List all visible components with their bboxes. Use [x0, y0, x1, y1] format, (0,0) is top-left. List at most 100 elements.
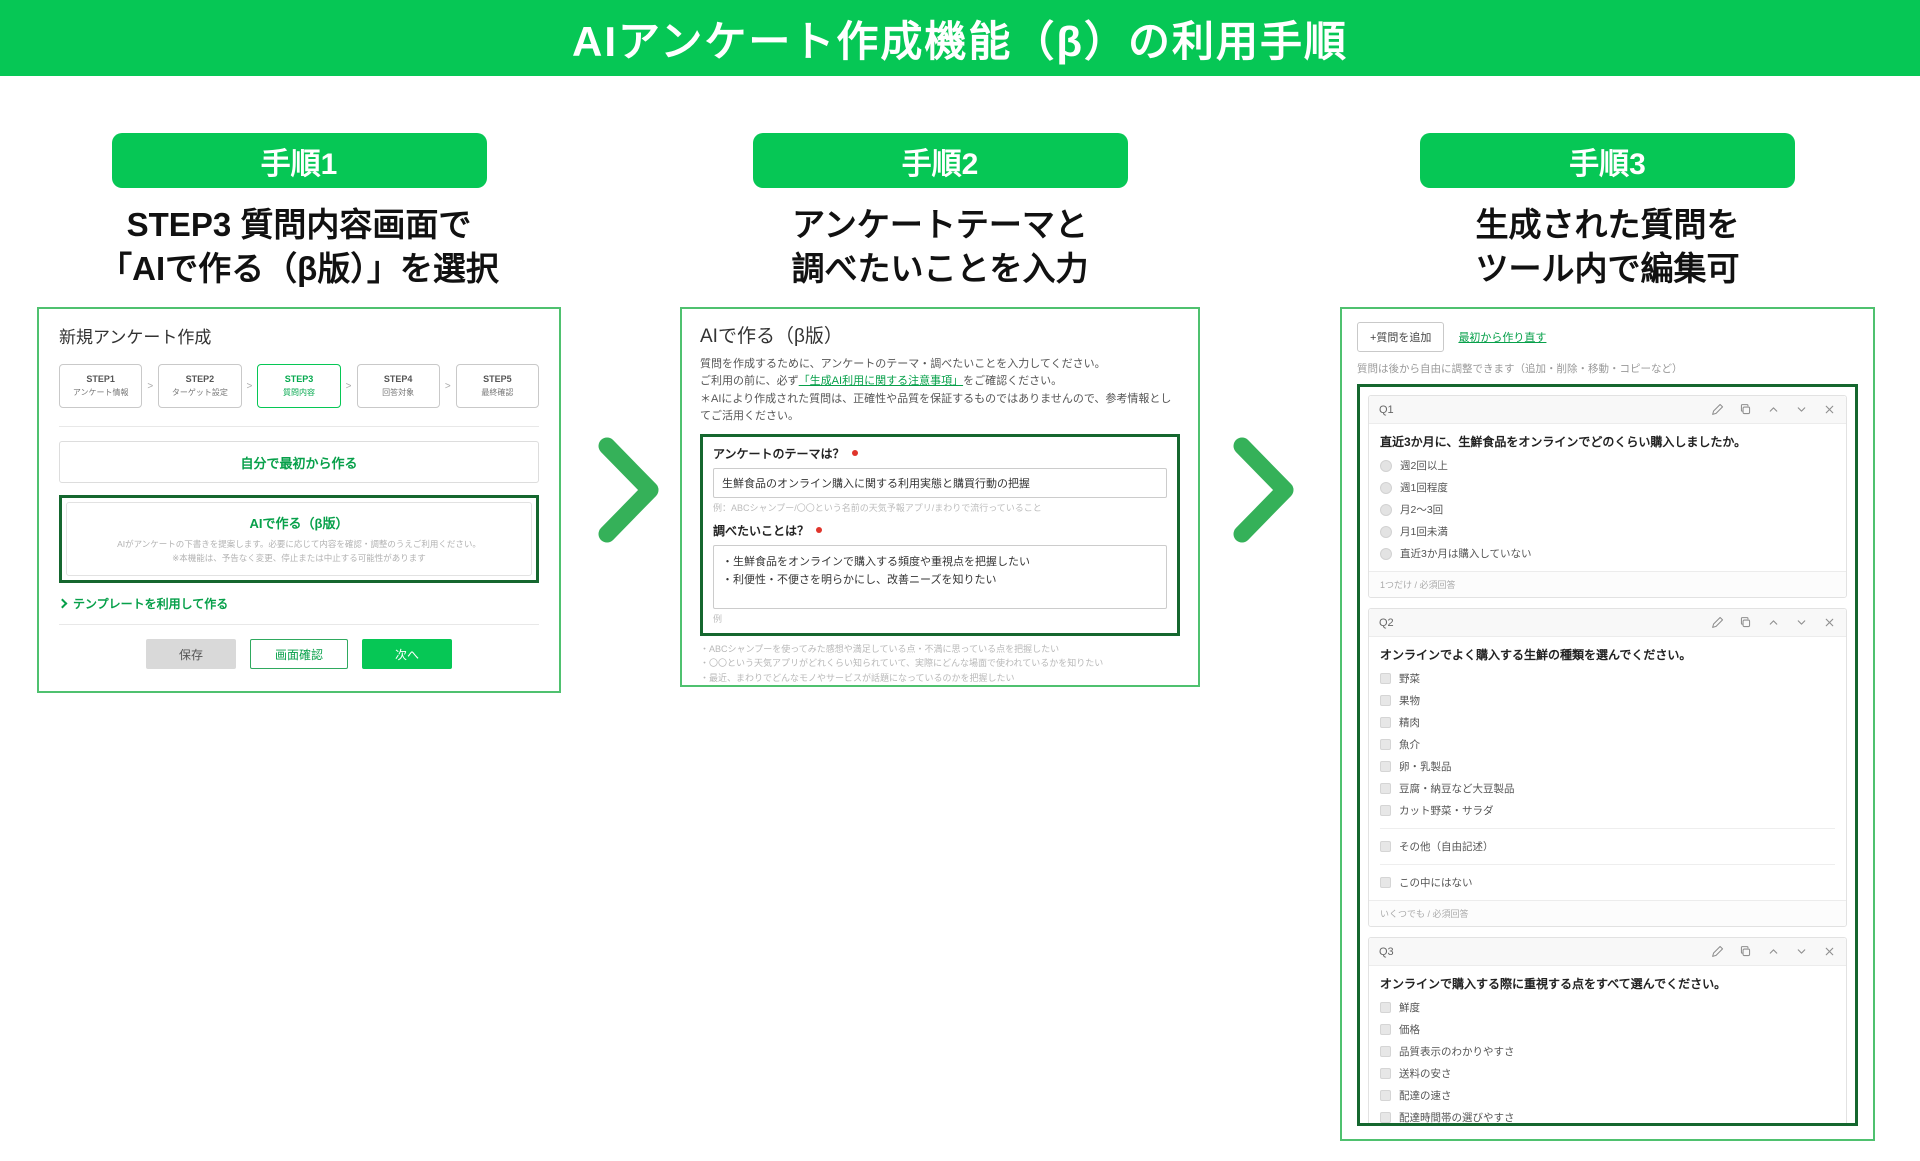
move-down-icon[interactable]	[1795, 616, 1808, 629]
step1-label: アンケート情報	[72, 388, 129, 398]
radio-icon[interactable]	[1380, 503, 1392, 516]
stepper-separator-icon: >	[345, 380, 352, 392]
checkbox-icon[interactable]	[1380, 1024, 1391, 1036]
checkbox-icon[interactable]	[1380, 761, 1391, 773]
option-label: その他（自由記述）	[1399, 841, 1494, 854]
edit-icon[interactable]	[1711, 403, 1724, 416]
checkbox-icon[interactable]	[1380, 1090, 1391, 1102]
option-row[interactable]: カット野菜・サラダ	[1380, 803, 1835, 818]
stepper-separator-icon: >	[147, 380, 154, 392]
q1-actions	[1711, 403, 1836, 416]
next-button[interactable]: 次へ	[362, 639, 452, 670]
add-question-button[interactable]: +質問を追加	[1357, 322, 1445, 353]
option-row[interactable]: 送料の安さ	[1380, 1066, 1835, 1081]
checkbox-icon[interactable]	[1380, 841, 1391, 853]
delete-icon[interactable]	[1823, 616, 1836, 629]
save-button[interactable]: 保存	[146, 639, 236, 670]
q3-text: オンラインで購入する際に重視する点をすべて選んでください。	[1380, 977, 1727, 992]
divider	[1380, 828, 1835, 830]
move-up-icon[interactable]	[1767, 403, 1780, 416]
ai-create-button[interactable]: AIで作る（β版） AIがアンケートの下書きを提案します。必要に応じて内容を確認…	[66, 502, 532, 577]
option-row-none[interactable]: この中にはない	[1380, 875, 1835, 890]
checkbox-icon[interactable]	[1380, 695, 1391, 707]
option-row[interactable]: 鮮度	[1380, 1000, 1835, 1015]
option-row[interactable]: 週2回以上	[1380, 458, 1835, 473]
restart-link[interactable]: 最初から作り直す	[1458, 332, 1547, 345]
checkbox-icon[interactable]	[1380, 1046, 1391, 1058]
option-label: 鮮度	[1399, 1002, 1420, 1015]
step-1-badge: 手順1	[111, 133, 487, 188]
copy-icon[interactable]	[1739, 403, 1752, 416]
checkbox-icon[interactable]	[1380, 783, 1391, 795]
option-row[interactable]: 魚介	[1380, 737, 1835, 752]
step-3-heading-line2: ツール内で編集可	[1475, 249, 1740, 287]
step3-label: 質問内容	[283, 388, 315, 398]
option-row-other[interactable]: その他（自由記述）	[1380, 839, 1835, 854]
ai-create-highlight-frame: AIで作る（β版） AIがアンケートの下書きを提案します。必要に応じて内容を確認…	[59, 495, 539, 584]
option-row[interactable]: 豆腐・納豆など大豆製品	[1380, 781, 1835, 796]
editor-note: 質問は後から自由に調整できます（追加・削除・移動・コピーなど）	[1357, 363, 1683, 376]
create-from-scratch-button[interactable]: 自分で最初から作る	[59, 441, 539, 484]
option-row[interactable]: 直近3か月は購入していない	[1380, 546, 1835, 561]
edit-icon[interactable]	[1711, 945, 1724, 958]
checkbox-icon[interactable]	[1380, 805, 1391, 817]
stepper-step5[interactable]: STEP5 最終確認	[455, 364, 540, 409]
delete-icon[interactable]	[1823, 403, 1836, 416]
option-row[interactable]: 品質表示のわかりやすさ	[1380, 1044, 1835, 1059]
radio-icon[interactable]	[1380, 547, 1392, 560]
move-up-icon[interactable]	[1767, 945, 1780, 958]
preview-button[interactable]: 画面確認	[250, 639, 348, 670]
radio-icon[interactable]	[1380, 481, 1392, 494]
option-row[interactable]: 精肉	[1380, 715, 1835, 730]
q3-options: 鮮度 価格 品質表示のわかりやすさ 送料の安さ 配達の速さ 配達時間帯の選びやす…	[1380, 1000, 1835, 1124]
template-create-link[interactable]: テンプレートを利用して作る	[57, 595, 539, 612]
radio-icon[interactable]	[1380, 525, 1392, 538]
option-row[interactable]: 週1回程度	[1380, 480, 1835, 495]
q2-text: オンラインでよく購入する生鮮の種類を選んでください。	[1380, 648, 1692, 663]
option-row[interactable]: 卵・乳製品	[1380, 759, 1835, 774]
option-row[interactable]: 価格	[1380, 1022, 1835, 1037]
stepper-step4[interactable]: STEP4 回答対象	[356, 364, 440, 409]
checkbox-icon[interactable]	[1380, 1002, 1391, 1014]
copy-icon[interactable]	[1739, 945, 1752, 958]
checkbox-icon[interactable]	[1380, 673, 1391, 685]
move-down-icon[interactable]	[1795, 403, 1808, 416]
checkbox-icon[interactable]	[1380, 717, 1391, 729]
option-label: 週2回以上	[1400, 460, 1448, 473]
intro-line2-pre: ご利用の前に、必ず	[700, 375, 799, 388]
example-list: ・ABCシャンプーを使ってみた感想や満足している点・不満に思っている点を把握した…	[700, 642, 1180, 686]
research-label-text: 調べたいことは？	[713, 523, 810, 538]
checkbox-icon[interactable]	[1380, 1112, 1391, 1124]
option-label: 卵・乳製品	[1399, 761, 1452, 774]
option-row[interactable]: 配達の速さ	[1380, 1088, 1835, 1103]
edit-icon[interactable]	[1711, 616, 1724, 629]
next-arrow-icon	[598, 437, 659, 543]
option-row[interactable]: 月1回未満	[1380, 524, 1835, 539]
checkbox-icon[interactable]	[1380, 739, 1391, 751]
move-up-icon[interactable]	[1767, 616, 1780, 629]
delete-icon[interactable]	[1823, 945, 1836, 958]
divider	[1380, 864, 1835, 866]
copy-icon[interactable]	[1739, 616, 1752, 629]
option-row[interactable]: 野菜	[1380, 671, 1835, 686]
research-textarea[interactable]: ・生鮮食品をオンラインで購入する頻度や重視点を把握したい ・利便性・不便さを明ら…	[713, 544, 1167, 609]
stepper-step3-active[interactable]: STEP3 質問内容	[257, 364, 341, 409]
stepper-step2[interactable]: STEP2 ターゲット設定	[158, 364, 242, 409]
page-title: AIアンケート作成機能（β）の利用手順	[572, 17, 1348, 65]
stepper-step1[interactable]: STEP1 アンケート情報	[59, 364, 143, 409]
q1-options: 週2回以上 週1回程度 月2〜3回 月1回未満 直近3か月は購入していない	[1380, 458, 1835, 561]
option-row[interactable]: 月2〜3回	[1380, 502, 1835, 517]
option-row[interactable]: 配達時間帯の選びやすさ	[1380, 1110, 1835, 1124]
option-label: 直近3か月は購入していない	[1400, 548, 1532, 561]
q2-actions	[1711, 616, 1836, 629]
move-down-icon[interactable]	[1795, 945, 1808, 958]
radio-icon[interactable]	[1380, 459, 1392, 472]
step-3-column: 手順3 生成された質問を ツール内で編集可 +質問を追加 最初から作り直す 質問…	[1340, 133, 1875, 1142]
option-row[interactable]: 果物	[1380, 693, 1835, 708]
step-2-badge: 手順2	[752, 133, 1128, 188]
checkbox-icon[interactable]	[1380, 1068, 1391, 1080]
checkbox-icon[interactable]	[1380, 877, 1391, 889]
ai-usage-notes-link[interactable]: 「生成AI利用に関する注意事項」	[798, 375, 964, 388]
theme-input[interactable]: 生鮮食品のオンライン購入に関する利用実態と購買行動の把握	[713, 467, 1167, 498]
